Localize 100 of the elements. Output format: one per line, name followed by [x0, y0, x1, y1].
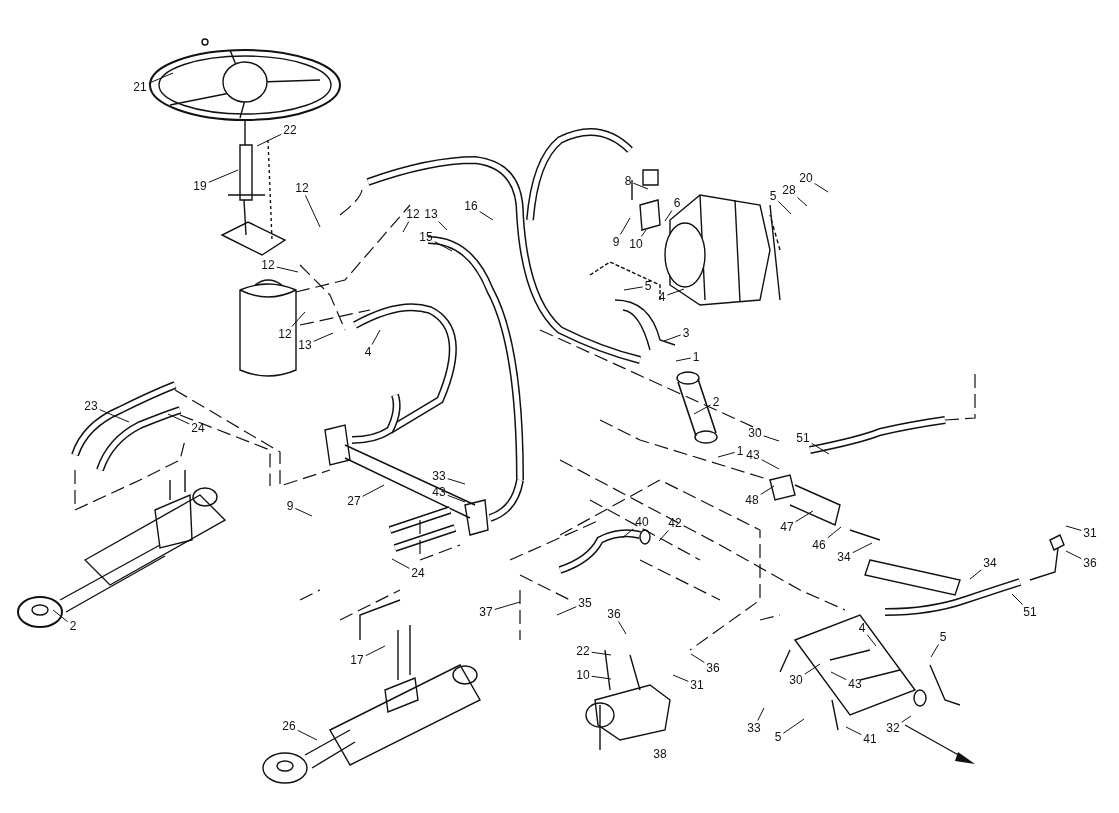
callout-number: 30	[788, 673, 804, 687]
callout-number: 37	[478, 605, 494, 619]
leader-line	[717, 451, 736, 458]
callout-number: 34	[982, 556, 998, 570]
leader-line	[618, 621, 627, 635]
leader-line	[666, 288, 685, 296]
callout-number: 30	[747, 426, 763, 440]
callout-number: 9	[285, 499, 295, 513]
callout-number: 40	[634, 515, 650, 529]
callout-number: 4	[657, 290, 667, 304]
callout-number: 12	[405, 207, 421, 221]
leader-line	[760, 485, 775, 495]
leader-line	[438, 221, 448, 231]
leader-line	[761, 459, 780, 470]
callout-number: 31	[689, 678, 705, 692]
leader-line	[621, 528, 634, 539]
leader-line	[795, 510, 814, 523]
leader-line	[371, 329, 381, 345]
callout-number: 36	[705, 661, 721, 675]
leader-line	[362, 484, 385, 497]
leader-line	[852, 542, 873, 554]
leader-line	[365, 645, 386, 657]
leader-line	[930, 644, 939, 658]
callout-number: 1	[735, 444, 745, 458]
callout-number: 2	[711, 395, 721, 409]
callout-number: 33	[431, 469, 447, 483]
leader-line	[1065, 550, 1082, 560]
callout-number: 51	[1022, 605, 1038, 619]
leader-line	[619, 217, 631, 235]
callout-number: 43	[745, 448, 761, 462]
leader-line	[313, 332, 334, 342]
leader-line	[167, 413, 190, 425]
callout-number: 31	[1082, 526, 1098, 540]
callout-number: 12	[260, 258, 276, 272]
callout-number: 36	[1082, 556, 1098, 570]
leader-line	[52, 609, 69, 623]
leader-line	[591, 675, 612, 680]
leader-line	[814, 183, 829, 193]
leader-line	[447, 478, 466, 485]
leader-line	[294, 507, 313, 517]
callout-number: 8	[623, 174, 633, 188]
callout-number: 17	[349, 653, 365, 667]
callout-number: 16	[463, 199, 479, 213]
leader-line	[1011, 593, 1023, 605]
leader-line	[479, 211, 494, 221]
callout-number: 4	[857, 621, 867, 635]
callout-number: 20	[798, 171, 814, 185]
callout-number: 15	[418, 230, 434, 244]
leader-line	[304, 195, 321, 228]
callout-number: 3	[681, 326, 691, 340]
callout-number: 4	[363, 345, 373, 359]
callout-number: 5	[643, 279, 653, 293]
leader-line	[256, 133, 282, 147]
callout-number: 33	[746, 721, 762, 735]
callout-number: 24	[190, 421, 206, 435]
leader-line	[796, 197, 808, 207]
callout-number: 19	[192, 179, 208, 193]
leader-line	[494, 601, 521, 610]
callout-number: 22	[282, 123, 298, 137]
callout-number: 10	[575, 668, 591, 682]
leader-line	[663, 334, 682, 342]
callout-number: 32	[885, 721, 901, 735]
leader-line	[640, 229, 647, 237]
leader-line	[804, 663, 821, 675]
leader-line	[969, 569, 982, 580]
callout-number: 13	[423, 207, 439, 221]
callout-number: 5	[768, 189, 778, 203]
callout-number: 6	[672, 196, 682, 210]
callout-number: 36	[606, 607, 622, 621]
callout-number: 5	[938, 630, 948, 644]
leader-line	[672, 674, 689, 682]
leader-line	[811, 442, 830, 455]
leader-line	[658, 530, 669, 542]
callout-number: 9	[611, 235, 621, 249]
leader-line	[690, 653, 705, 663]
leader-line	[632, 182, 649, 190]
leader-line	[901, 715, 912, 723]
callout-number: 28	[781, 183, 797, 197]
leader-line	[591, 651, 612, 656]
leader-line	[99, 409, 130, 423]
leader-line	[291, 311, 306, 327]
leader-line	[276, 266, 299, 273]
leader-line	[830, 671, 847, 681]
callout-number: 22	[575, 644, 591, 658]
callout-number: 21	[132, 80, 148, 94]
leader-line	[391, 558, 410, 569]
leader-line	[447, 494, 466, 503]
callout-number: 48	[744, 493, 760, 507]
callout-number: 43	[847, 677, 863, 691]
callout-number: 35	[577, 596, 593, 610]
callout-number: 24	[410, 566, 426, 580]
callout-number: 34	[836, 550, 852, 564]
leader-line	[675, 357, 692, 362]
leader-line	[1065, 525, 1082, 531]
leader-line	[556, 606, 577, 616]
leader-line	[434, 241, 453, 252]
callout-number: 2	[68, 619, 78, 633]
callout-number: 23	[83, 399, 99, 413]
leader-line	[866, 634, 877, 647]
leader-line	[297, 729, 318, 741]
